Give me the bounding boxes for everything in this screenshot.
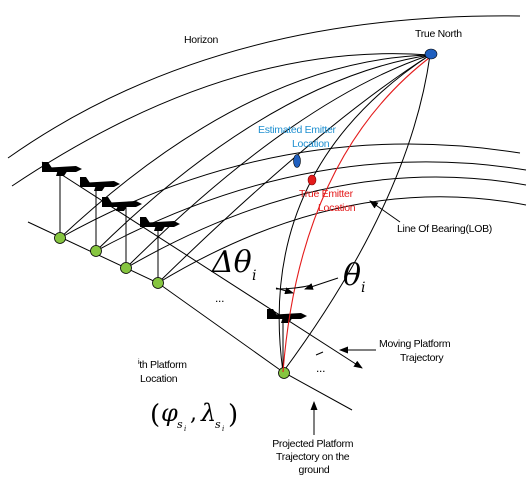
ellipsis-upper: ... — [215, 291, 224, 305]
aircraft-icon — [80, 177, 120, 191]
lob-curve-4 — [125, 54, 431, 269]
true-lob-red-curve — [282, 54, 434, 373]
svg-text:): ) — [228, 400, 238, 430]
horizon-curve — [7, 15, 521, 159]
platform-node — [54, 232, 66, 244]
estimated-emitter-label: Estimated Emitter Location — [258, 124, 338, 150]
ith-platform-label: ith Platform Location — [138, 359, 189, 385]
lob-curve-1 — [11, 53, 431, 187]
lob-curve-5 — [157, 54, 431, 284]
lob-lower-3 — [125, 176, 527, 269]
delta-theta-symbol: Δθ i — [211, 245, 256, 284]
svg-text:i: i — [222, 425, 224, 433]
platform-node — [278, 367, 290, 379]
platform-node — [120, 262, 132, 274]
platform-node — [90, 245, 102, 257]
lob-curve-3 — [95, 54, 431, 252]
meridian-arc-left — [278, 54, 431, 373]
svg-text:,: , — [190, 401, 197, 426]
true-north-marker — [424, 48, 438, 60]
lob-label: Line Of Bearing(LOB) — [397, 223, 492, 235]
svg-text:i: i — [252, 268, 256, 284]
svg-text:φ: φ — [161, 399, 178, 427]
svg-text:Δθ: Δθ — [211, 245, 252, 280]
svg-text:θ: θ — [343, 258, 361, 293]
projected-trajectory-label: Projected Platform Trajectory on the gro… — [272, 438, 356, 476]
aircraft-icon — [102, 197, 142, 211]
estimated-emitter-marker — [293, 154, 301, 168]
theta-symbol: θ i — [343, 258, 365, 296]
svg-text:λ: λ — [200, 399, 216, 427]
meridian-arc-right — [282, 54, 431, 373]
aircraft-icon — [42, 162, 82, 176]
svg-text:s: s — [215, 418, 221, 431]
theta-arrow — [304, 277, 339, 290]
true-north-label: True North — [415, 28, 462, 40]
aircraft-icon — [140, 217, 180, 231]
ellipsis-lower: ... — [316, 361, 325, 375]
svg-text:i: i — [361, 280, 365, 296]
lob-curve-2 — [59, 54, 431, 239]
platform-coordinates: ( φ s i , λ s i ) — [150, 399, 238, 433]
true-emitter-label: True Emitter Location — [299, 188, 356, 214]
lob-pointer — [369, 200, 401, 223]
svg-text:(: ( — [150, 400, 160, 430]
true-emitter-marker — [307, 174, 317, 186]
ellipsis-tick — [315, 351, 324, 356]
lob-lower-4 — [157, 196, 527, 284]
horizon-label: Horizon — [184, 34, 219, 46]
platform-node — [152, 277, 164, 289]
svg-text:i: i — [184, 425, 186, 433]
svg-text:s: s — [177, 418, 183, 431]
moving-platform-trajectory — [41, 161, 363, 369]
aircraft-icon — [267, 309, 307, 323]
moving-platform-label: Moving Platform Trajectory — [379, 338, 453, 364]
